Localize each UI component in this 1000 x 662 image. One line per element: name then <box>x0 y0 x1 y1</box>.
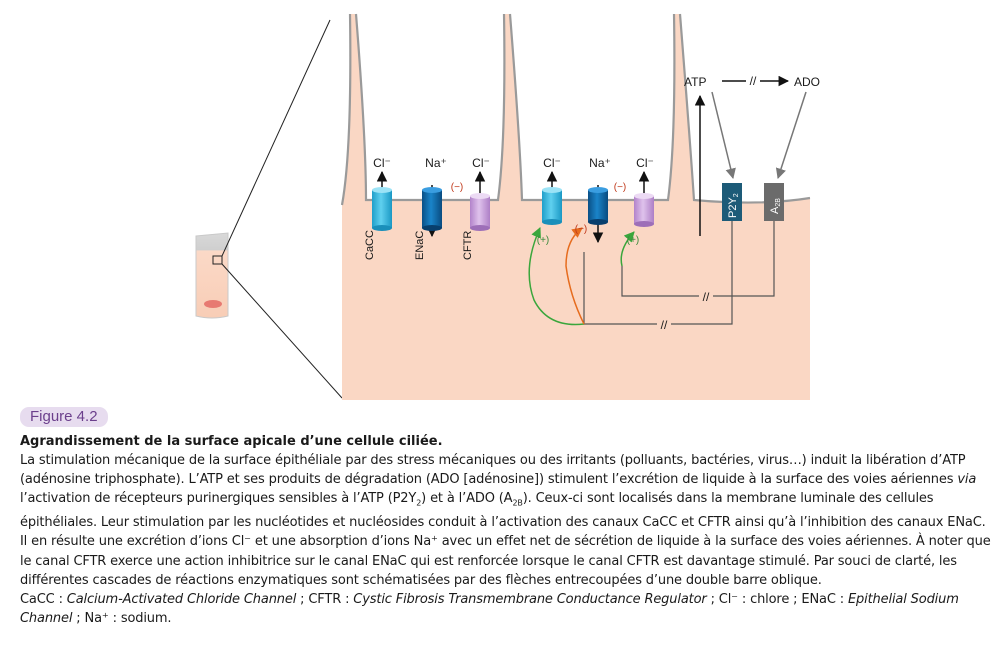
ion-label-cl-3: Cl⁻ <box>543 156 561 170</box>
activation-arrow-cftr <box>620 231 635 267</box>
receptor-p2y2: P2Y2 <box>722 183 742 221</box>
channel-label-cftr: CFTR <box>462 231 474 260</box>
activate-sign-1: (+) <box>537 235 550 246</box>
channel-cacc-2 <box>542 187 562 225</box>
apical-surface-diagram: Cl⁻ Na⁺ Cl⁻ Cl⁻ Na⁺ Cl⁻ (−) (−) CaCC ENa… <box>195 13 820 400</box>
channel-cacc-1 <box>372 187 392 231</box>
caption-title: Agrandissement de la surface apicale d’u… <box>20 434 443 449</box>
nucleus-icon <box>204 300 222 308</box>
ion-label-na-2: Na⁺ <box>589 156 611 170</box>
inhibition-arrow-enac <box>565 227 585 325</box>
caption-body-part-4: ). Ceux-ci sont localisés dans la membra… <box>20 491 991 588</box>
cascade-mark-a2b: // <box>703 290 710 304</box>
p2y2-label: P2Y <box>727 197 739 218</box>
zoom-box <box>212 255 223 265</box>
a2b-sub: 2B <box>775 198 782 207</box>
channel-enac-2 <box>588 187 608 225</box>
inhibit-sign-1: (−) <box>451 182 464 193</box>
channel-enac-1 <box>422 187 442 231</box>
ion-label-na-1: Na⁺ <box>425 156 447 170</box>
abbr-cl-enac: ; Cl⁻ : chlore ; ENaC : <box>706 592 848 608</box>
caption-abbreviations: CaCC : Calcium-Activated Chloride Channe… <box>20 590 992 628</box>
cascade-mark-p2y2: // <box>661 318 668 332</box>
activate-sign-2: (+) <box>627 235 640 246</box>
activation-arrow-cacc <box>528 227 585 326</box>
caption-body-part-1: La stimulation mécanique de la surface é… <box>20 453 966 488</box>
abbr-na: ; Na⁺ : sodium. <box>72 611 172 627</box>
svg-text:A2B: A2B <box>769 198 782 214</box>
caption-sub-2b: 2B <box>512 499 523 508</box>
atp-to-p2y2-arrow <box>711 91 736 180</box>
abbr-cftr: ; CFTR : <box>296 592 354 608</box>
atp-label: ATP <box>684 75 706 89</box>
receptor-a2b: A2B <box>764 183 784 221</box>
channel-cftr-1 <box>470 193 490 231</box>
ado-label: ADO <box>794 75 820 89</box>
zoom-line-bottom <box>221 263 343 399</box>
ion-label-cl-1: Cl⁻ <box>373 156 391 170</box>
channel-cftr-2 <box>634 193 654 227</box>
ion-label-cl-2: Cl⁻ <box>472 156 490 170</box>
inhibit-sign-3: (−) <box>575 224 588 235</box>
channel-label-enac: ENaC <box>414 231 426 260</box>
caption-sub-2: 2 <box>416 499 422 508</box>
caption-body-part-3: ) et à l’ADO (A <box>421 491 513 507</box>
a2b-label: A <box>769 206 781 214</box>
figure-badge: Figure 4.2 <box>20 407 108 427</box>
abbr-enac-full: Epithelial Sodium Channel <box>20 592 959 627</box>
abbr-cftr-full: Cystic Fibrosis Transmembrane Conductanc… <box>353 592 707 608</box>
caption-body: La stimulation mécanique de la surface é… <box>20 451 992 590</box>
abbr-cacc: CaCC : <box>20 592 67 608</box>
cell-thumbnail <box>195 232 229 319</box>
channel-label-cacc: CaCC <box>364 230 376 260</box>
caption-via: via <box>957 472 977 488</box>
ion-label-cl-4: Cl⁻ <box>636 156 654 170</box>
inhibit-sign-2: (−) <box>614 182 627 193</box>
ado-to-a2b-arrow <box>775 91 807 179</box>
cascade-mark-top: // <box>750 74 757 88</box>
p2y2-sub: 2 <box>733 193 740 197</box>
abbr-cacc-full: Calcium-Activated Chloride Channel <box>66 592 297 608</box>
figure-caption: Figure 4.2 Agrandissement de la surface … <box>20 406 992 628</box>
svg-text:P2Y2: P2Y2 <box>727 193 740 218</box>
apical-membrane <box>340 13 811 206</box>
cascade-line-a2b <box>621 221 775 297</box>
cell-body <box>342 14 810 400</box>
zoom-line-top <box>221 19 331 257</box>
caption-body-part-2: l’activation de récepteurs purinergiques… <box>20 491 417 507</box>
